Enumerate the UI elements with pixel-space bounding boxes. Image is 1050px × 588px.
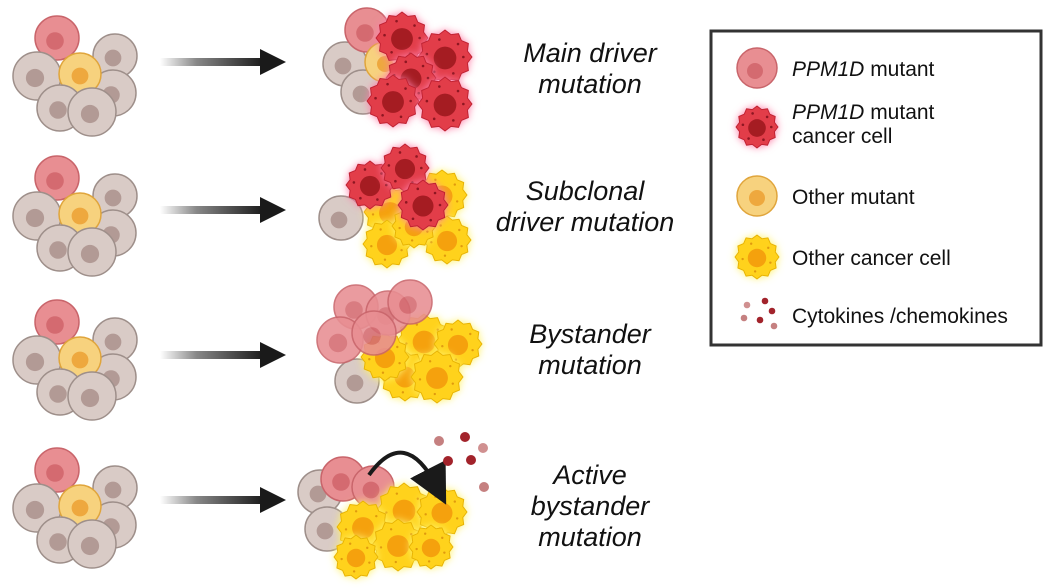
legend-label: PPM1D mutant <box>792 58 935 81</box>
other-cancer-cell <box>408 524 454 570</box>
normal-cell <box>92 317 138 363</box>
legend-label-text: mutant <box>864 101 934 124</box>
progression-arrow <box>160 487 286 513</box>
legend-item: Other mutant <box>736 175 915 217</box>
ppm1d-cancer-cell <box>366 74 420 128</box>
normal-cell <box>92 173 138 219</box>
initial-cell-cluster <box>12 155 138 277</box>
ppm1d-mutant-cell <box>387 279 433 325</box>
cytokine-dots-icon <box>740 297 778 330</box>
normal-cell <box>67 371 117 421</box>
ppm1d-mutant-cell <box>34 299 80 345</box>
legend-label: Other mutant <box>792 186 915 209</box>
legend-label-line2: cancer cell <box>792 125 892 148</box>
legend-label-text: Other cancer cell <box>792 247 951 270</box>
legend-item: Cytokines /chemokines <box>740 297 1008 330</box>
legend-item: Other cancer cell <box>734 234 951 280</box>
normal-cell <box>67 227 117 277</box>
legend-label-text: Cytokines /chemokines <box>792 305 1008 328</box>
normal-cell <box>67 519 117 569</box>
legend-label-text: Other mutant <box>792 186 915 209</box>
normal-cell <box>304 506 350 552</box>
other-cancer-cell <box>410 350 464 404</box>
ppm1d-cancer-cell <box>380 143 430 193</box>
other-mutant-cell-icon <box>736 175 778 217</box>
legend-item: PPM1D mutant <box>736 47 935 89</box>
other-mutant-cell <box>58 484 102 528</box>
ppm1d-mutant-cell-icon <box>736 47 778 89</box>
initial-cell-cluster <box>12 15 138 137</box>
legend-label-italic: PPM1D <box>792 58 864 81</box>
legend-label-text: mutant <box>864 58 934 81</box>
other-cancer-cell-icon <box>734 234 780 280</box>
normal-cell <box>318 195 364 241</box>
progression-arrow <box>160 342 286 368</box>
other-mutant-cell <box>58 336 102 380</box>
ppm1d-mutant-cell <box>351 310 397 356</box>
legend-label: Cytokines /chemokines <box>792 305 1008 328</box>
ppm1d-cancer-cell <box>375 11 429 65</box>
legend-label-italic: PPM1D <box>792 101 864 124</box>
normal-cell <box>67 87 117 137</box>
ppm1d-cancer-cell <box>345 160 395 210</box>
other-cancer-cell <box>333 534 379 580</box>
ppm1d-mutant-cell <box>316 316 364 364</box>
ppm1d-mutant-cell <box>34 15 80 61</box>
normal-cell <box>92 33 138 79</box>
ppm1d-cancer-cell <box>397 179 449 231</box>
ppm1d-cancer-cell <box>417 76 473 132</box>
progression-arrow <box>160 49 286 75</box>
secretion-arrow <box>367 450 447 505</box>
ppm1d-mutant-cell <box>34 447 80 493</box>
ppm1d-cancer-cell-icon <box>735 105 779 149</box>
initial-cell-cluster <box>12 447 138 569</box>
normal-cell <box>92 465 138 511</box>
initial-cell-cluster <box>12 299 138 421</box>
ppm1d-mutant-cell <box>34 155 80 201</box>
legend-label: Other cancer cell <box>792 247 951 270</box>
cytokine-dots <box>434 432 489 492</box>
progression-arrow <box>160 197 286 223</box>
other-mutant-cell <box>58 192 102 236</box>
